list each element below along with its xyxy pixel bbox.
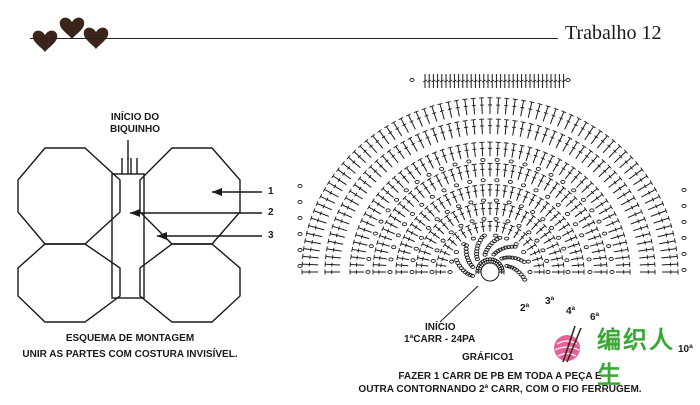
watermark-text: 编织人生 — [597, 326, 675, 389]
chart-first-round-label: 1ªCARR - 24PA — [404, 334, 476, 345]
round-label-4: 4ª — [566, 306, 576, 317]
round-label-6: 6ª — [590, 312, 600, 323]
watermark: 编织人生 — [545, 318, 695, 389]
yarn-ball-icon — [554, 325, 582, 363]
pointer-number-1: 1 — [268, 186, 274, 197]
chart-instruction-1: FAZER 1 CARR DE PB EM TODA A PEÇA E — [398, 371, 602, 382]
round-label-10: 10ª — [678, 344, 693, 355]
pointer-number-3: 3 — [268, 230, 274, 241]
octagon-bottom-left — [17, 243, 121, 323]
assembly-caption-1: ESQUEMA DE MONTAGEM — [65, 333, 195, 344]
chart-start-label: INÍCIO — [425, 322, 456, 333]
pointer-number-2: 2 — [268, 207, 274, 218]
assembly-caption-2: UNIR AS PARTES COM COSTURA INVISÍVEL. — [22, 349, 238, 360]
title-rule — [30, 38, 558, 39]
page-title: Trabalho 12 — [565, 22, 662, 44]
start-label-line2: BIQUINHO — [110, 124, 160, 135]
chart-graphic-label: GRÁFICO1 — [462, 352, 514, 363]
heart-icon — [59, 17, 85, 39]
round-label-3: 3ª — [545, 296, 555, 307]
octagon-bottom-right — [139, 243, 241, 323]
heart-icon — [32, 30, 58, 52]
start-label: INÍCIO DO BIQUINHO — [80, 112, 190, 136]
chart-instruction-2: OUTRA CONTORNANDO 2ª CARR, COM O FIO FER… — [358, 384, 642, 395]
round-label-2: 2ª — [520, 303, 530, 314]
start-label-line1: INÍCIO DO — [110, 112, 160, 123]
